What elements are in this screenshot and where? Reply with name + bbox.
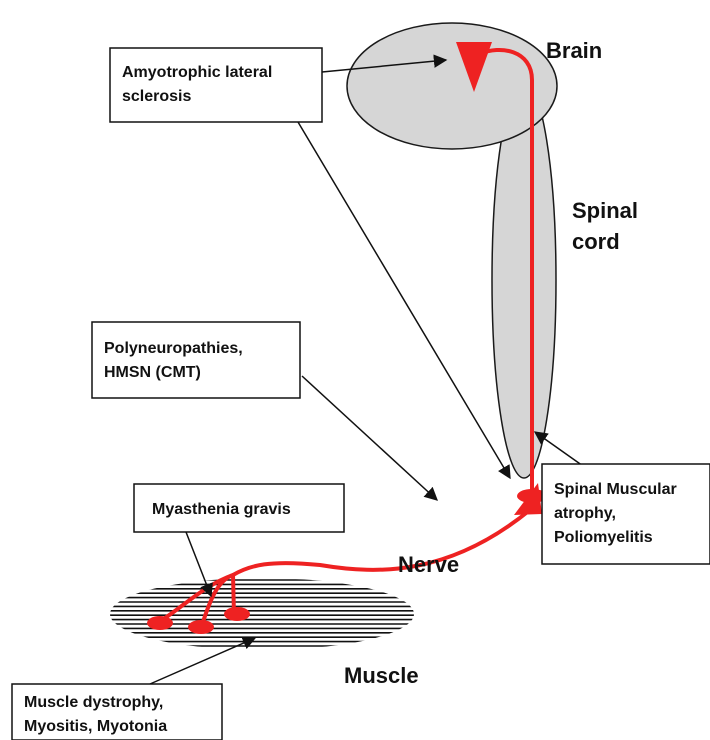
polyneuropathies-box: Polyneuropathies, HMSN (CMT): [92, 322, 300, 398]
muscle-disease-box: Muscle dystrophy, Myositis, Myotonia: [12, 684, 222, 740]
als-box: Amyotrophic lateral sclerosis: [110, 48, 322, 122]
brain-label: Brain: [546, 38, 602, 63]
myasthenia-box: Myasthenia gravis: [134, 484, 344, 532]
nerve-terminal: [188, 620, 214, 634]
muscle-disease-label-line1: Muscle dystrophy,: [24, 694, 163, 711]
nerve-terminal: [147, 616, 173, 630]
muscle-shape: [100, 580, 420, 646]
myasthenia-label: Myasthenia gravis: [152, 501, 291, 518]
als-label-line1: Amyotrophic lateral: [122, 64, 272, 81]
muscle-label: Muscle: [344, 663, 419, 688]
myasthenia-pointer: [186, 532, 211, 596]
spinal-cord-label-line1: Spinal: [572, 198, 638, 223]
sma-label-line2: atrophy,: [554, 505, 616, 522]
nerve-terminal: [224, 607, 250, 621]
polyneuropathies-label-line2: HMSN (CMT): [104, 364, 201, 381]
polyneuropathies-label-line1: Polyneuropathies,: [104, 340, 243, 357]
sma-label-line3: Poliomyelitis: [554, 529, 653, 546]
muscle-disease-pointer: [150, 638, 255, 684]
als-pointer-cord: [298, 122, 510, 478]
muscle-disease-label-line2: Myositis, Myotonia: [24, 718, 167, 735]
als-label-line2: sclerosis: [122, 88, 191, 105]
nerve-label: Nerve: [398, 552, 459, 577]
sma-label-line1: Spinal Muscular: [554, 481, 677, 498]
sma-box: Spinal Muscular atrophy, Poliomyelitis: [542, 464, 710, 564]
spinal-cord-label-line2: cord: [572, 229, 620, 254]
brain-shape: [347, 23, 557, 149]
polyneuropathy-pointer: [302, 376, 437, 500]
